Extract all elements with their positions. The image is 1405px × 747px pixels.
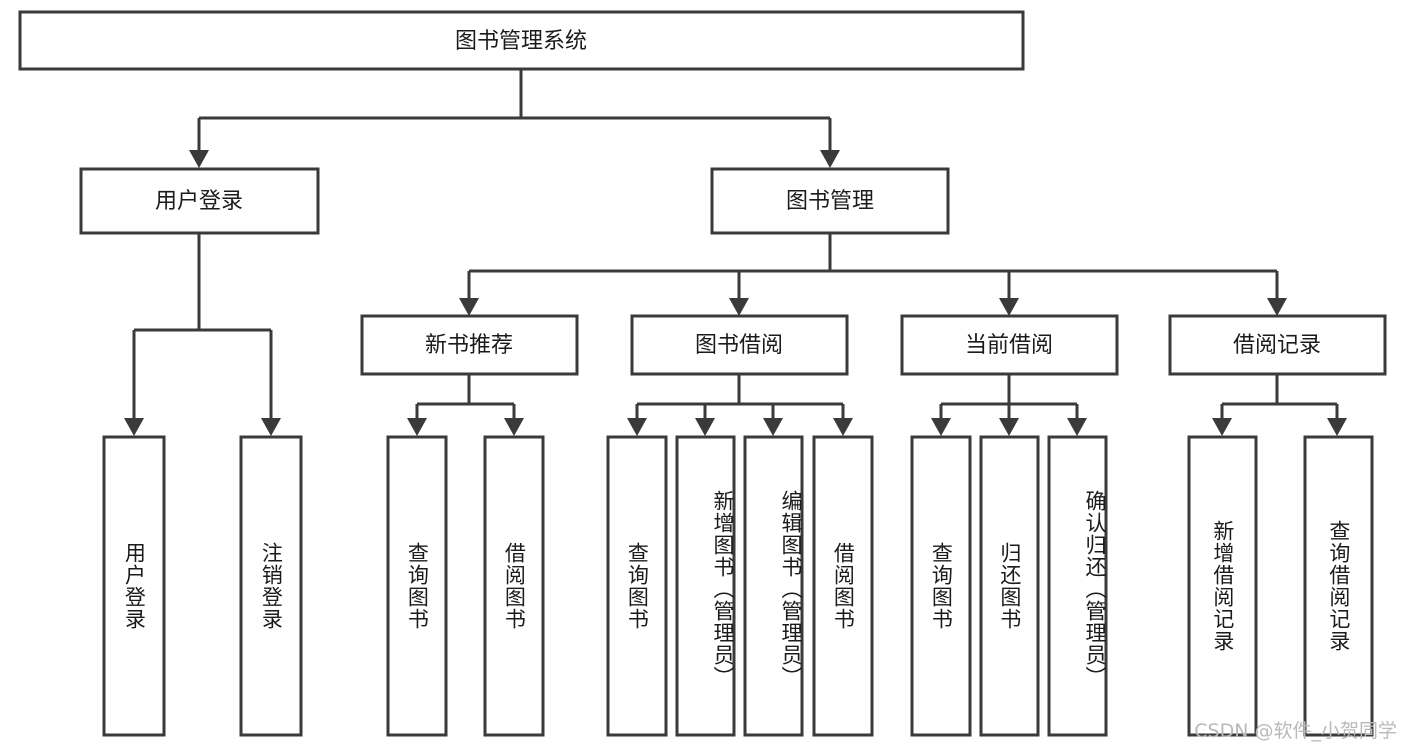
node-leaf-user-login[interactable] — [102, 435, 166, 737]
connector-group-new-book-recommend — [407, 374, 524, 436]
arrowhead-leaf-edit-book — [763, 418, 783, 436]
node-leaf-borrow-book-1[interactable] — [483, 435, 545, 737]
arrowhead-leaf-borrow-book-1 — [504, 418, 524, 436]
connector-group-book-borrow — [627, 374, 853, 436]
node-book-borrow-label: 图书借阅 — [695, 333, 783, 358]
arrowhead-leaf-query-book-3 — [931, 418, 951, 436]
node-root-label: 图书管理系统 — [455, 29, 587, 54]
connector-group-borrow-record — [1212, 374, 1347, 436]
arrowhead-borrow-record — [1267, 298, 1287, 316]
node-leaf-borrow-book-2[interactable] — [812, 435, 874, 737]
arrowhead-leaf-logout — [261, 418, 281, 436]
arrowhead-user-login — [189, 150, 209, 168]
node-leaf-query-book-1[interactable] — [386, 435, 448, 737]
arrowhead-leaf-add-book — [695, 418, 715, 436]
connector-group-book-manage — [459, 233, 1287, 316]
node-current-borrow-label: 当前借阅 — [965, 333, 1053, 358]
arrowhead-new-book-recommend — [459, 298, 479, 316]
node-leaf-logout[interactable] — [239, 435, 303, 737]
node-leaf-query-record[interactable] — [1303, 435, 1374, 737]
node-current-borrow[interactable] — [900, 314, 1119, 376]
arrowhead-current-borrow — [999, 298, 1019, 316]
node-book-manage[interactable] — [710, 167, 950, 235]
node-leaf-query-book-2[interactable] — [606, 435, 668, 737]
node-root[interactable] — [18, 10, 1025, 71]
arrowhead-leaf-query-record — [1327, 418, 1347, 436]
node-leaf-add-record[interactable] — [1187, 435, 1258, 737]
node-new-book-recommend[interactable] — [360, 314, 579, 376]
arrowhead-leaf-return-book — [999, 418, 1019, 436]
connector-group-root — [189, 69, 840, 168]
node-new-book-recommend-label: 新书推荐 — [425, 333, 513, 358]
arrowhead-book-manage — [820, 150, 840, 168]
node-leaf-query-book-3[interactable] — [910, 435, 972, 737]
watermark: CSDN @软件_小贺同学 — [1194, 720, 1397, 742]
node-leaf-add-book[interactable] — [675, 435, 736, 737]
node-leaf-confirm-return[interactable] — [1047, 435, 1108, 737]
arrowhead-leaf-user-login — [124, 418, 144, 436]
node-user-login-label: 用户登录 — [155, 189, 243, 214]
node-user-login[interactable] — [79, 167, 320, 235]
node-borrow-record[interactable] — [1168, 314, 1387, 376]
connector-group-user-login — [124, 233, 281, 436]
node-borrow-record-label: 借阅记录 — [1233, 333, 1321, 358]
arrowhead-leaf-add-record — [1212, 418, 1232, 436]
node-leaf-return-book[interactable] — [979, 435, 1040, 737]
node-leaf-edit-book[interactable] — [743, 435, 804, 737]
connector-group-current-borrow — [931, 374, 1087, 436]
node-book-borrow[interactable] — [630, 314, 849, 376]
arrowhead-leaf-borrow-book-2 — [833, 418, 853, 436]
arrowhead-leaf-confirm-return — [1067, 418, 1087, 436]
arrowhead-book-borrow — [729, 298, 749, 316]
arrowhead-leaf-query-book-2 — [627, 418, 647, 436]
arrowhead-leaf-query-book-1 — [407, 418, 427, 436]
node-book-manage-label: 图书管理 — [786, 189, 874, 214]
